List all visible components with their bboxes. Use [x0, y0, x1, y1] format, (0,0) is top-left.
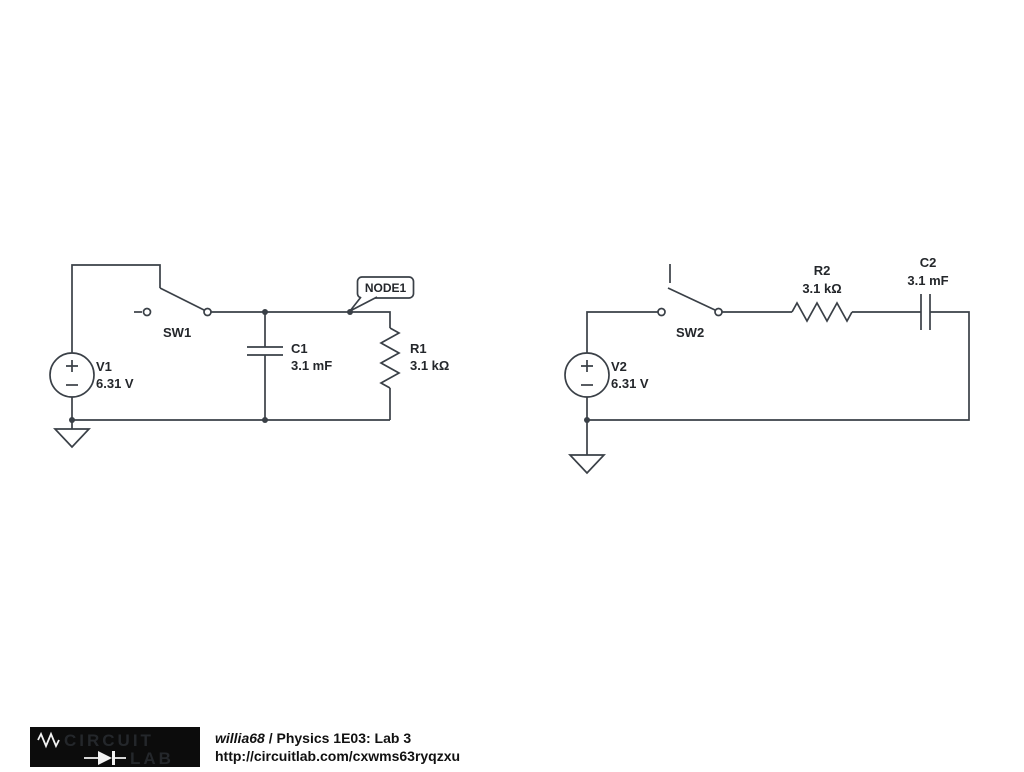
sw2-name-label: SW2	[676, 325, 704, 340]
r1-value-label: 3.1 kΩ	[410, 358, 449, 373]
junction-dot	[69, 417, 75, 423]
switch-terminal	[142, 307, 152, 317]
switch-terminal	[714, 307, 723, 317]
circuit-right-wires	[586, 311, 970, 455]
author-name: willia68	[215, 730, 265, 746]
ground-symbol-right	[568, 454, 606, 475]
capacitor-c1	[247, 346, 283, 356]
circuit-left-wires	[71, 264, 391, 429]
source-circle	[49, 352, 95, 398]
title-separator: /	[264, 730, 277, 746]
switch-blade	[159, 287, 205, 311]
switch-terminal	[203, 307, 212, 317]
r1-name-label: R1	[410, 341, 427, 356]
v2-value-label: 6.31 V	[611, 376, 649, 391]
capacitor-c2	[920, 294, 931, 330]
node-flag-box	[356, 276, 415, 299]
diode-icon-triangle	[98, 751, 112, 765]
resistor-zigzag	[379, 327, 401, 389]
voltage-source-v2	[564, 352, 610, 398]
schematic-svg: V1 6.31 V SW1 C1 3.1 mF R1 3.1 kΩ NODE1	[49, 255, 970, 475]
source-circle	[564, 352, 610, 398]
junction-dots-right	[584, 417, 590, 423]
wire	[71, 264, 161, 353]
junction-dot	[262, 417, 268, 423]
wire	[586, 311, 658, 353]
junction-dots-left	[69, 309, 353, 423]
share-url: http://circuitlab.com/cxwms63ryqzxu	[215, 748, 461, 764]
switch-sw2	[657, 264, 723, 317]
resistor-r2	[791, 301, 853, 323]
switch-blade	[667, 287, 716, 311]
resistor-r1	[379, 327, 401, 389]
ground-triangle	[53, 428, 91, 449]
resistor-squiggle-icon	[37, 731, 60, 749]
ground-triangle	[568, 454, 606, 475]
c1-name-label: C1	[291, 341, 308, 356]
v2-name-label: V2	[611, 359, 627, 374]
switch-terminal	[657, 307, 666, 317]
plus-sign	[66, 360, 78, 372]
document-name: Physics 1E03: Lab 3	[276, 730, 412, 746]
wire	[211, 311, 391, 328]
logo-text-lab: LAB	[130, 749, 174, 767]
switch-sw1	[134, 287, 212, 317]
resistor-zigzag	[791, 301, 853, 323]
junction-dot	[262, 309, 268, 315]
circuit-left	[49, 264, 415, 449]
logo-text-circuit: CIRCUIT	[64, 731, 154, 750]
schematic-canvas: V1 6.31 V SW1 C1 3.1 mF R1 3.1 kΩ NODE1	[49, 255, 970, 475]
c1-value-label: 3.1 mF	[291, 358, 332, 373]
wire	[587, 311, 970, 421]
c2-name-label: C2	[920, 255, 937, 270]
v1-name-label: V1	[96, 359, 112, 374]
footer: CIRCUIT LAB willia68 / Physics 1E03: Lab…	[0, 725, 1024, 768]
ground-symbol-left	[53, 428, 91, 449]
circuit-right	[564, 264, 970, 475]
v1-value-label: 6.31 V	[96, 376, 134, 391]
circuitlab-logo-svg: CIRCUIT LAB	[37, 731, 174, 768]
r2-name-label: R2	[814, 263, 831, 278]
voltage-source-v1	[49, 352, 95, 398]
footer-meta: willia68 / Physics 1E03: Lab 3 http://ci…	[215, 729, 460, 765]
node-flag-tail	[349, 296, 378, 312]
plus-sign	[581, 360, 593, 372]
junction-dot	[584, 417, 590, 423]
sw1-name-label: SW1	[163, 325, 191, 340]
r2-value-label: 3.1 kΩ	[802, 281, 841, 296]
node-flag-node1	[349, 276, 415, 312]
circuitlab-logo: CIRCUIT LAB	[30, 727, 200, 768]
c2-value-label: 3.1 mF	[907, 273, 948, 288]
node1-flag-label: NODE1	[365, 281, 407, 295]
document-title: willia68 / Physics 1E03: Lab 3	[215, 729, 460, 747]
